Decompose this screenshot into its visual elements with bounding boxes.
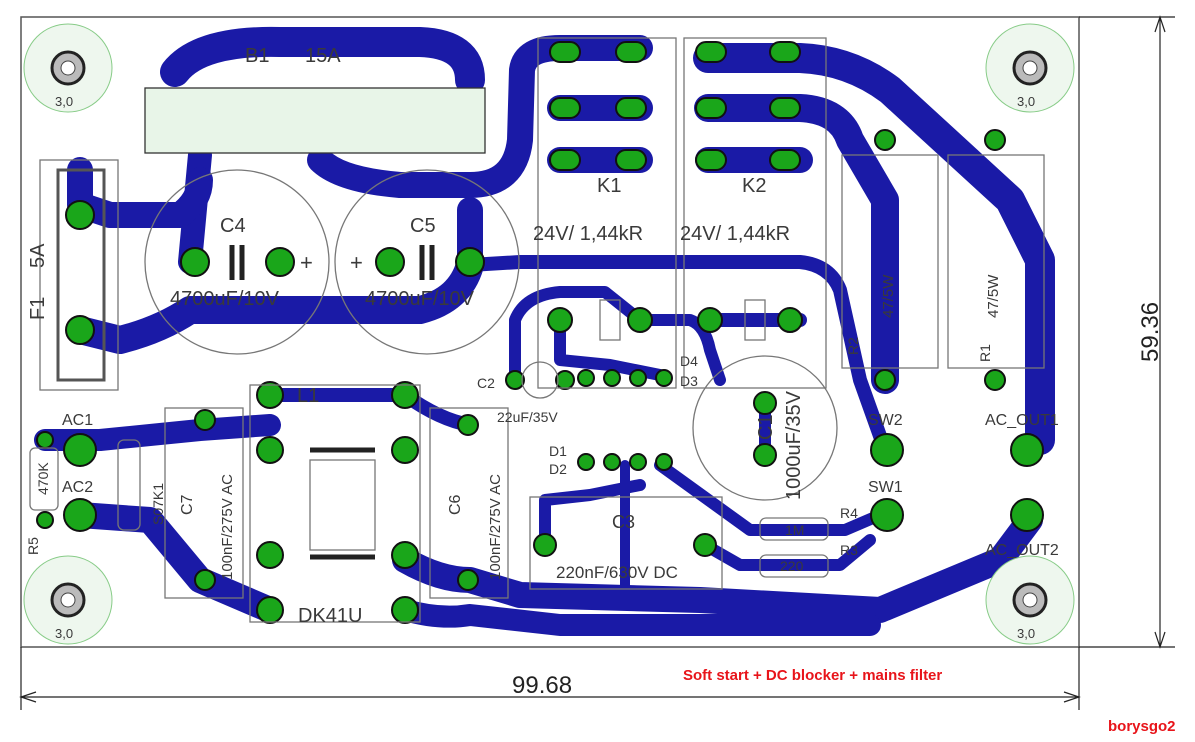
author-note: borysgo2 (1108, 718, 1176, 735)
r1-outline (947, 154, 1045, 369)
hole-size-bl: 3,0 (55, 626, 73, 641)
r4-outline (759, 517, 829, 541)
k2-outline (683, 37, 827, 389)
ac-out2-label: AC_OUT2 (985, 542, 1059, 559)
ac-out1-label: AC_OUT1 (985, 412, 1059, 429)
r4-label: R4 (840, 505, 858, 521)
k2-value: 24V/ 1,44kR (680, 223, 790, 245)
c5-plus: + (350, 250, 363, 275)
mounting-hole-bl (23, 555, 113, 645)
mounting-hole-tr (985, 23, 1075, 113)
k1-label: K1 (597, 175, 621, 197)
r1-label: R1 (977, 344, 993, 362)
l1-value: DK41U (298, 605, 362, 627)
sw2-label: SW2 (868, 412, 903, 429)
mounting-hole-tl (23, 23, 113, 113)
f1-label: F1 (27, 297, 49, 320)
s07-outline (117, 439, 141, 531)
c5-label: C5 (410, 215, 436, 237)
r3-outline (759, 554, 829, 578)
d2-label: D2 (549, 461, 567, 477)
k2-label: K2 (742, 175, 766, 197)
title-note: Soft start + DC blocker + mains filter (683, 667, 943, 684)
r5-label: R5 (25, 537, 41, 555)
b1-body (144, 87, 486, 154)
c5-outline (334, 169, 520, 355)
c2-label: C2 (477, 375, 495, 391)
c4-plus: + (300, 250, 313, 275)
s07-label: S07K1 (150, 483, 166, 525)
ac2-label: AC2 (62, 479, 93, 496)
c6-value: 100nF/275V AC (487, 474, 504, 580)
r5-outline (29, 447, 59, 511)
ac1-label: AC1 (62, 412, 93, 429)
c3-label: C3 (612, 512, 635, 532)
r4-value: 1M (785, 522, 804, 538)
c2-outline (521, 361, 559, 399)
c4-outline (144, 169, 330, 355)
d4-label: D4 (680, 353, 698, 369)
pads (36, 41, 1044, 624)
r2-value: 47/5W (880, 274, 897, 318)
c6-outline (429, 407, 509, 599)
c3-outline (529, 496, 723, 590)
b1-rating: 15A (305, 45, 341, 67)
c7-outline (164, 407, 244, 599)
c3-value: 220nF/630V DC (556, 563, 678, 582)
b1-label: B1 (245, 45, 269, 67)
r2-outline (841, 154, 939, 369)
k1-value: 24V/ 1,44kR (533, 223, 643, 245)
r3-value: 220 (780, 558, 804, 574)
dimension-height: 59.36 (1137, 302, 1164, 362)
l1-outline (249, 384, 421, 623)
c1-outline (692, 355, 838, 501)
r3-label: R3 (840, 542, 858, 558)
dimension-lines (19, 15, 1175, 710)
k1-outline (537, 37, 677, 389)
c1-value: 1000uF/35V (783, 390, 805, 500)
hole-size-tr: 3,0 (1017, 94, 1035, 109)
d3-label: D3 (680, 373, 698, 389)
d1-label: D1 (549, 443, 567, 459)
c6-label: C6 (447, 494, 464, 515)
hole-size-tl: 3,0 (55, 94, 73, 109)
l1-label: L1 (297, 385, 319, 407)
c4-value: 4700uF/10V (170, 288, 280, 310)
c2-value: 22uF/35V (497, 409, 558, 425)
f1-value: 5A (27, 243, 49, 268)
r5-value: 470K (35, 462, 51, 495)
silkscreen (29, 37, 1045, 623)
sw1-label: SW1 (868, 479, 903, 496)
dimension-width: 99.68 (512, 672, 572, 699)
mounting-hole-br (985, 555, 1075, 645)
c7-value: 100nF/275V AC (219, 474, 236, 580)
mounting-holes (23, 23, 1075, 645)
c5-value: 4700uF/10V (365, 288, 475, 310)
silk-labels: B1 15A C4 4700uF/10V C5 4700uF/10V + + K… (25, 45, 1059, 641)
f1-outline (39, 159, 119, 391)
c1-label: C1 (755, 414, 777, 440)
c7-label: C7 (179, 494, 196, 515)
r2-label: R2 (845, 337, 861, 355)
r1-value: 47/5W (985, 274, 1002, 318)
c4-label: C4 (220, 215, 246, 237)
hole-size-br: 3,0 (1017, 626, 1035, 641)
